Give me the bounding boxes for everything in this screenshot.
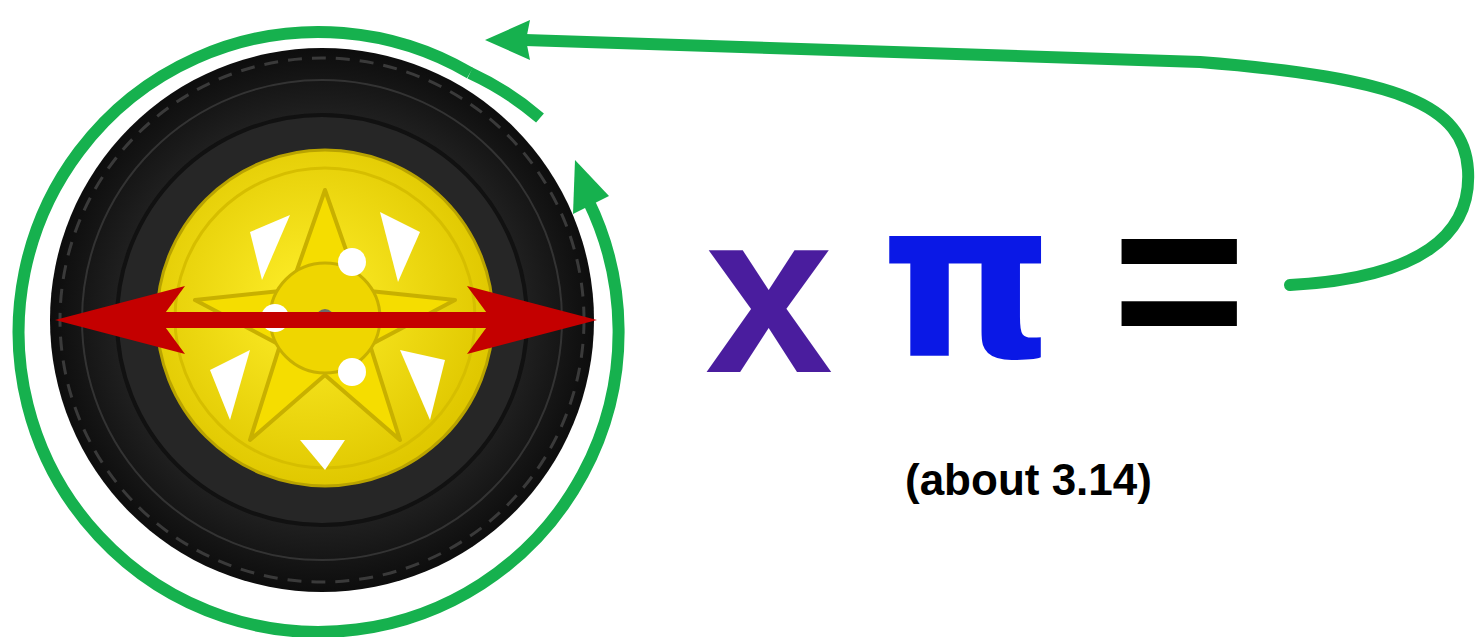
circumference-ring [19, 32, 619, 632]
equals-sign: = [1112, 165, 1246, 395]
multiply-sign: x [705, 178, 833, 408]
pi-symbol: π [880, 170, 1054, 390]
diameter-arrow [55, 286, 597, 354]
pi-value-note: (about 3.14) [905, 458, 1152, 502]
